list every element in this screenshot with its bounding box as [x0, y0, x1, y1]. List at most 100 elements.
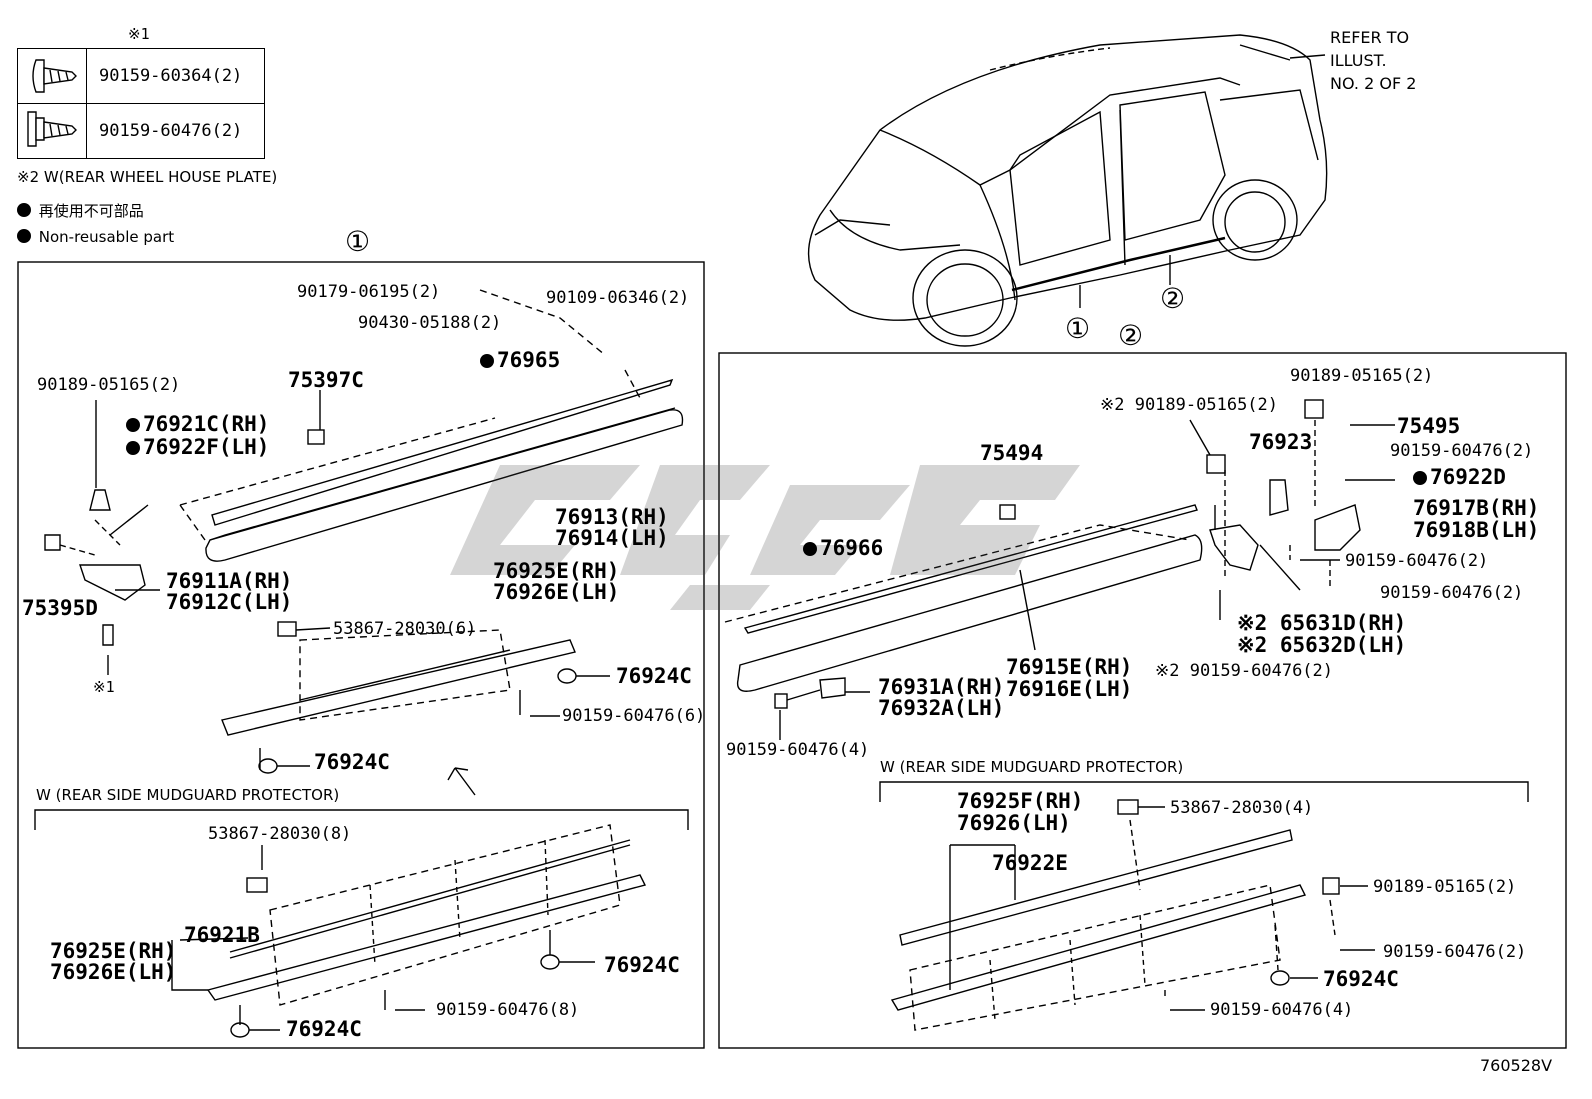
part-76922d-text: 76922D: [1430, 465, 1506, 489]
non-reusable-en-text: Non-reusable part: [38, 228, 175, 246]
legend-icon-cell: [17, 48, 87, 104]
legend-icon-cell: [17, 103, 87, 159]
part-75495: 75495: [1397, 414, 1461, 438]
non-reusable-en: Non-reusable part: [17, 229, 174, 245]
part-90189-top: 90189-05165(2): [1290, 366, 1434, 386]
non-reusable-dot-icon: [126, 441, 140, 455]
car-callout-2: ②: [1160, 282, 1186, 315]
rocker-moulding-76913: [205, 378, 684, 562]
legend-row: 90159-60364(2): [17, 48, 265, 104]
part-76925f: 76925F(RH): [957, 789, 1084, 813]
part-76922f-text: 76922F(LH): [143, 435, 270, 459]
part-76913: 76913(RH): [555, 505, 669, 529]
protector-rail-76925f: [890, 829, 1307, 1011]
legend-table: 90159-60364(2) 90159-60476(2): [17, 48, 265, 159]
part-76926: 76926(LH): [957, 811, 1071, 835]
part-76914: 76914(LH): [555, 526, 669, 550]
panel-2-frame: [718, 352, 1567, 1049]
part-75397c: 75397C: [288, 368, 364, 392]
non-reusable-dot-icon: [126, 418, 140, 432]
part-76965: 76965: [480, 350, 560, 371]
part-90159-4-sub: 90159-60476(4): [1210, 1000, 1354, 1020]
part-76926e-sub: 76926E(LH): [50, 960, 177, 984]
panel-1-sub-title: W (REAR SIDE MUDGUARD PROTECTOR): [36, 786, 340, 804]
non-reusable-dot-icon: [803, 542, 817, 556]
part-90430: 90430-05188(2): [358, 313, 502, 333]
part-76922d: 76922D: [1413, 467, 1506, 488]
part-76926e-p1: 76926E(LH): [493, 580, 620, 604]
part-76924c-sub-a: 76924C: [604, 953, 680, 977]
part-76922f: 76922F(LH): [126, 437, 269, 458]
figure-code: 760528V: [1480, 1056, 1553, 1075]
part-65631d: ※2 65631D(RH): [1237, 611, 1407, 635]
non-reusable-dot-icon: [17, 229, 31, 243]
protector-rail-76925e: [206, 839, 647, 1001]
part-76923: 76923: [1249, 430, 1313, 454]
part-76924c-p1b: 76924C: [314, 750, 390, 774]
part-90159-6: 90159-60476(6): [562, 706, 706, 726]
part-90159-b: 90159-60476(2): [1345, 551, 1489, 571]
part-76932a: 76932A(LH): [878, 696, 1005, 720]
panel-1-number: ①: [345, 225, 371, 258]
non-reusable-dot-icon: [480, 354, 494, 368]
car-callout-2b: ②: [1118, 319, 1144, 352]
refer-note-line-2: ILLUST.: [1330, 51, 1387, 70]
panel-1-frame: [17, 261, 705, 1049]
car-callout-1: ①: [1065, 312, 1091, 345]
part-76912c: 76912C(LH): [166, 590, 293, 614]
minivan-illustration: [807, 34, 1328, 347]
part-75494: 75494: [980, 441, 1044, 465]
part-90159-ref2: ※2 90159-60476(2): [1155, 661, 1334, 681]
part-76917b: 76917B(RH): [1413, 496, 1540, 520]
part-76921c-text: 76921C(RH): [143, 412, 270, 436]
non-reusable-dot-icon: [17, 203, 31, 217]
non-reusable-dot-icon: [1413, 471, 1427, 485]
part-76965-text: 76965: [497, 348, 561, 372]
part-76916e: 76916E(LH): [1006, 677, 1133, 701]
part-90159-8: 90159-60476(8): [436, 1000, 580, 1020]
part-76921c: 76921C(RH): [126, 414, 269, 435]
part-76924c-p1a: 76924C: [616, 664, 692, 688]
part-90189-p1: 90189-05165(2): [37, 375, 181, 395]
part-76911a: 76911A(RH): [166, 569, 293, 593]
refer-note-line-3: NO. 2 OF 2: [1330, 74, 1417, 93]
ref-mark-1: ※1: [93, 678, 115, 696]
part-90189-ref2: ※2 90189-05165(2): [1100, 395, 1279, 415]
part-90159-4a: 90159-60476(4): [726, 740, 870, 760]
part-90109: 90109-06346(2): [546, 288, 690, 308]
part-90159-c: 90159-60476(2): [1380, 583, 1524, 603]
part-76918b: 76918B(LH): [1413, 518, 1540, 542]
part-76931a: 76931A(RH): [878, 675, 1005, 699]
part-76922e: 76922E: [992, 851, 1068, 875]
part-53867-8: 53867-28030(8): [208, 824, 352, 844]
panel-2-sub-title: W (REAR SIDE MUDGUARD PROTECTOR): [880, 758, 1184, 776]
legend-note-2: ※2 W(REAR WHEEL HOUSE PLATE): [17, 168, 278, 186]
legend-header-mark: ※1: [128, 25, 150, 43]
part-90179: 90179-06195(2): [297, 282, 441, 302]
part-53867-4: 53867-28030(4): [1170, 798, 1314, 818]
part-76924c-sub2: 76924C: [1323, 967, 1399, 991]
part-76925e-sub: 76925E(RH): [50, 939, 177, 963]
part-90159-a: 90159-60476(2): [1390, 441, 1534, 461]
non-reusable-jp: 再使用不可部品: [17, 203, 144, 219]
legend-part-number: 90159-60364(2): [86, 48, 265, 104]
moulding-bracket-76925e: [221, 639, 576, 736]
part-90189-sub: 90189-05165(2): [1373, 877, 1517, 897]
non-reusable-jp-text: 再使用不可部品: [38, 202, 144, 220]
legend-part-number: 90159-60476(2): [86, 103, 265, 159]
part-76966-text: 76966: [820, 536, 884, 560]
part-76924c-sub-b: 76924C: [286, 1017, 362, 1041]
part-65632d: ※2 65632D(LH): [1237, 633, 1407, 657]
part-75395d: 75395D: [22, 596, 98, 620]
part-76966: 76966: [803, 538, 883, 559]
legend-row: 90159-60476(2): [17, 103, 265, 159]
refer-note-line-1: REFER TO: [1330, 28, 1410, 47]
rocker-moulding-76915e: [736, 504, 1203, 692]
part-53867-6: 53867-28030(6): [333, 619, 477, 639]
part-90159-2-sub: 90159-60476(2): [1383, 942, 1527, 962]
part-76925e-p1: 76925E(RH): [493, 559, 620, 583]
part-76921b: 76921B: [184, 923, 260, 947]
part-76915e: 76915E(RH): [1006, 655, 1133, 679]
watermark-logo: [450, 465, 1080, 610]
